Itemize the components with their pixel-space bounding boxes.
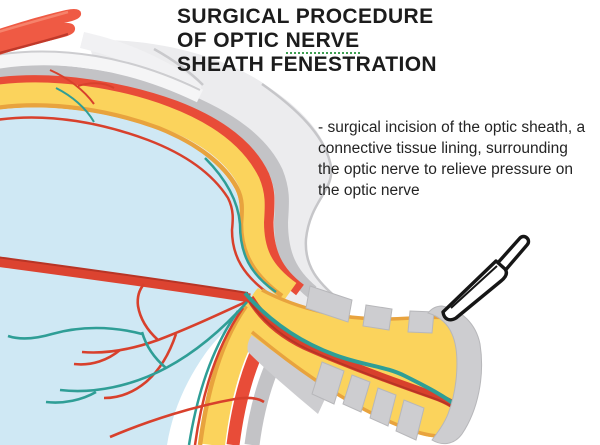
sclera-wedge (247, 330, 330, 414)
title-line-2: OF OPTIC NERVE (177, 29, 360, 54)
inner-surface-vessels (0, 116, 277, 445)
title-line-3: SHEATH FENESTRATION (177, 53, 437, 76)
procedure-description: - surgical incision of the optic sheath,… (318, 119, 586, 199)
nerve-sheath-fenestration (305, 285, 483, 445)
title-line-1: SURGICAL PROCEDURE (177, 5, 434, 28)
page-title: SURGICAL PROCEDURE OF OPTIC NERVE SHEATH… (177, 5, 437, 77)
muscle-band (0, 50, 204, 103)
rectus-muscle (0, 9, 82, 55)
sclera-rim (0, 64, 317, 298)
central-retinal-artery (0, 256, 251, 303)
retinal-vessel-branches (7, 283, 265, 439)
nerve-vein (243, 291, 464, 412)
underlined-word: NERVE (285, 29, 360, 54)
retina-layer (0, 82, 297, 301)
upper-vessel-branches (49, 69, 115, 123)
choroid-layer (0, 75, 305, 296)
retina-inner-edge (0, 103, 284, 298)
